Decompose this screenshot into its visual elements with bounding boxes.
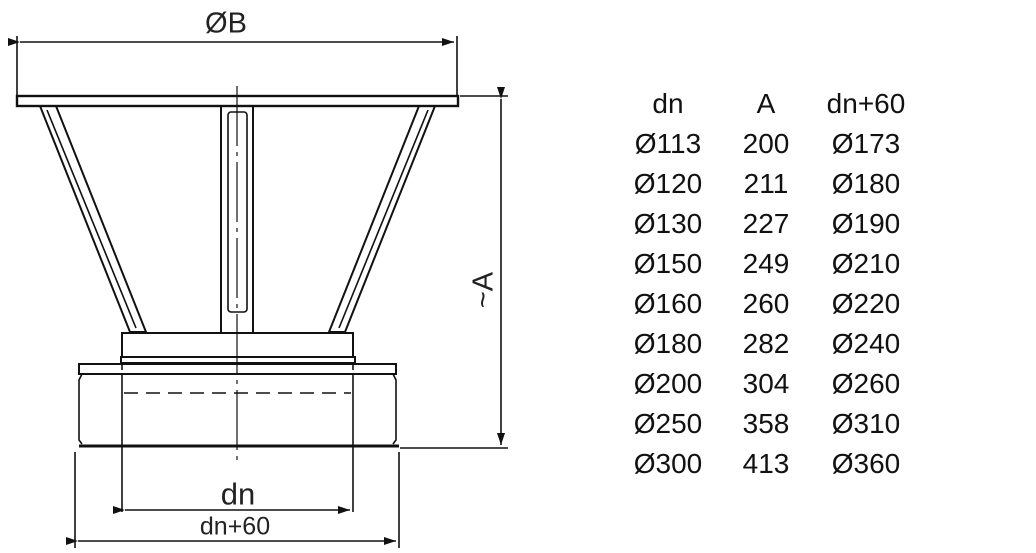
cell-a: 304: [742, 368, 790, 399]
label-height-a: ~A: [467, 271, 500, 309]
cell-dn60: Ø360: [831, 448, 901, 479]
cell-dn60: Ø180: [831, 168, 901, 199]
header-dn: dn: [652, 88, 684, 119]
cell-dn: Ø300: [633, 448, 703, 479]
cell-a: 227: [742, 208, 790, 239]
table-row: Ø150 249 Ø210: [620, 244, 916, 284]
cell-dn60: Ø173: [831, 128, 901, 159]
cell-dn: Ø120: [633, 168, 703, 199]
label-dn60: dn+60: [199, 512, 271, 541]
header-dn60: dn+60: [826, 88, 906, 119]
cell-dn: Ø130: [633, 208, 703, 239]
cell-dn: Ø250: [633, 408, 703, 439]
table-row: Ø180 282 Ø240: [620, 324, 916, 364]
cell-a: 200: [742, 128, 790, 159]
cell-dn60: Ø220: [831, 288, 901, 319]
table-row: Ø200 304 Ø260: [620, 364, 916, 404]
cell-dn60: Ø260: [831, 368, 901, 399]
cell-a: 358: [742, 408, 790, 439]
cell-dn: Ø150: [633, 248, 703, 279]
table-row: Ø120 211 Ø180: [620, 164, 916, 204]
table-header: dn A dn+60: [620, 84, 916, 124]
cell-a: 249: [742, 248, 790, 279]
label-diameter-b: ØB: [205, 7, 247, 40]
cell-dn: Ø160: [633, 288, 703, 319]
cell-dn: Ø180: [633, 328, 703, 359]
cell-dn60: Ø190: [831, 208, 901, 239]
cell-a: 413: [742, 448, 790, 479]
table-row: Ø250 358 Ø310: [620, 404, 916, 444]
cell-dn: Ø113: [634, 128, 702, 159]
header-a: A: [756, 88, 776, 119]
dimension-a: [400, 87, 508, 449]
cell-dn60: Ø210: [831, 248, 901, 279]
table-row: Ø113 200 Ø173: [620, 124, 916, 164]
left-strut: [38, 105, 148, 333]
dimension-b: [8, 36, 458, 97]
cell-a: 282: [742, 328, 790, 359]
label-dn: dn: [220, 476, 256, 512]
dimension-dn60: [66, 452, 400, 548]
table-row: Ø300 413 Ø360: [620, 444, 916, 484]
cell-dn60: Ø240: [831, 328, 901, 359]
table-row: Ø130 227 Ø190: [620, 204, 916, 244]
cell-dn60: Ø310: [831, 408, 901, 439]
table-row: Ø160 260 Ø220: [620, 284, 916, 324]
right-strut: [327, 105, 437, 333]
cell-a: 211: [743, 168, 789, 199]
cell-dn: Ø200: [633, 368, 703, 399]
cell-a: 260: [742, 288, 790, 319]
